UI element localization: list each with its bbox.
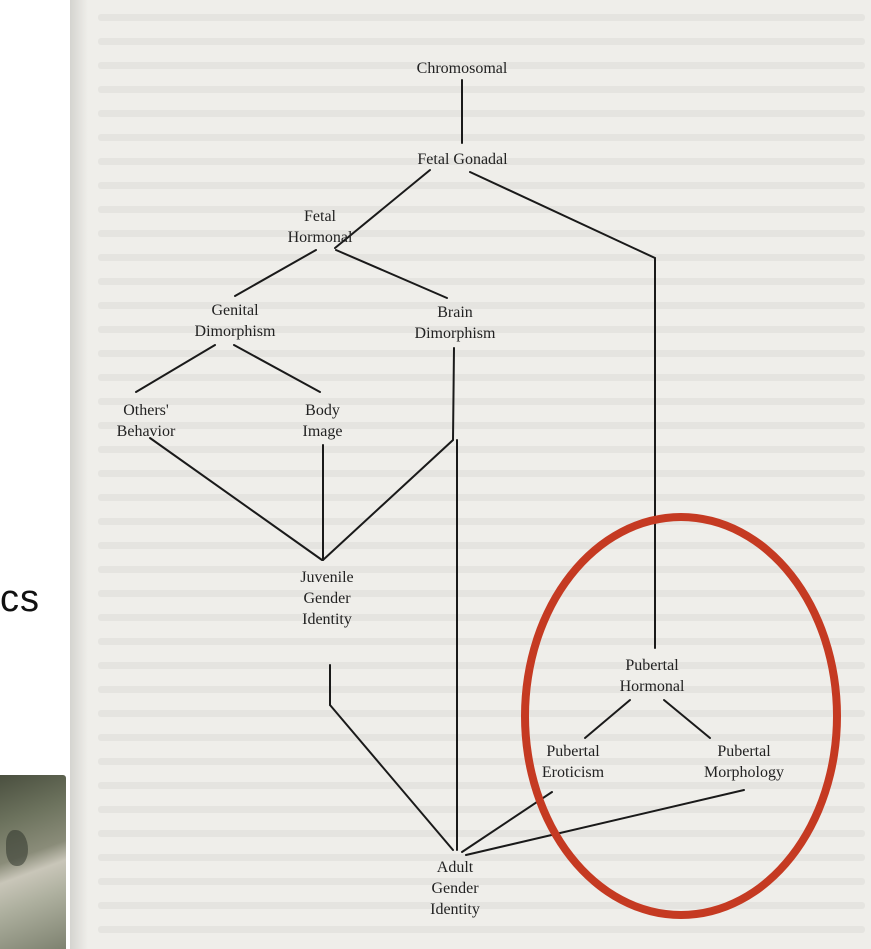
node-others-behavior: Others' Behavior [116,402,176,440]
page-bleed-through-line [98,278,865,285]
page-bleed-through-line [98,206,865,213]
edge-fetal-gonadal-fetal-hormonal [334,169,431,249]
page-bleed-through-line [98,494,865,501]
page-bleed-through-line [98,806,865,813]
page-bleed-through-line [98,614,865,621]
page-bleed-through-line [98,854,865,861]
page-bleed-through-line [98,254,865,261]
page-bleed-through-line [98,158,865,165]
page-bleed-through-line [98,926,865,933]
page-bleed-through-line [98,662,865,669]
node-fetal-gonadal: Fetal Gonadal [417,151,508,168]
page-bleed-through-line [98,302,865,309]
page-bleed-through-line [98,230,865,237]
page-bleed-through-line [98,782,865,789]
edge-others-juvenile [149,437,323,561]
page-bleed-through-line [98,62,865,69]
highlight-circle [521,513,841,919]
page-bleed-through-line [98,470,865,477]
photo-detail [6,830,28,866]
edge-fetal-hormonal-genital [234,249,317,297]
page-bleed-through-line [98,710,865,717]
page-bleed-through-line [98,14,865,21]
page-bleed-through-line [98,734,865,741]
page-bleed-through-line [98,38,865,45]
page-bleed-through-line [98,446,865,453]
page-bleed-through-line [98,374,865,381]
page-bleed-through-line [98,638,865,645]
edge-juvenile-adult-b [329,704,454,851]
node-chromosomal: Chromosomal [416,60,508,77]
page-bleed-through-line [98,422,865,429]
page-bleed-through-line [98,110,865,117]
node-genital-dimorphism: Genital Dimorphism [194,302,276,340]
page-bleed-through-line [98,542,865,549]
page-bleed-through-line [98,566,865,573]
page-bleed-through-line [98,134,865,141]
page-bleed-through-line [98,878,865,885]
page-bleed-through-line [98,902,865,909]
page-fold-shadow [70,0,88,949]
book-page [70,0,871,949]
page-bleed-through-line [98,686,865,693]
edge-fetal-hormonal-brain [335,249,448,299]
page-bleed-through-line [98,398,865,405]
page-bleed-through-line [98,758,865,765]
page-bleed-through-line [98,518,865,525]
node-adult-gender-identity: Adult Gender Identity [430,859,480,918]
page-bleed-through-line [98,590,865,597]
node-juvenile-gender-identity: Juvenile Gender Identity [300,569,354,628]
edge-genital-others [135,344,216,393]
slide-text-fragment: cs [0,578,40,620]
node-brain-dimorphism: Brain Dimorphism [414,304,496,342]
page-bleed-through-line [98,182,865,189]
page-bleed-through-line [98,350,865,357]
page-bleed-through-line [98,326,865,333]
node-body-image: Body Image [302,402,343,440]
edge-brain-juvenile [322,347,455,561]
page-bleed-through-line [98,86,865,93]
page-bleed-through-line [98,830,865,837]
edge-genital-body [233,344,321,393]
node-fetal-hormonal: Fetal Hormonal [287,208,353,246]
